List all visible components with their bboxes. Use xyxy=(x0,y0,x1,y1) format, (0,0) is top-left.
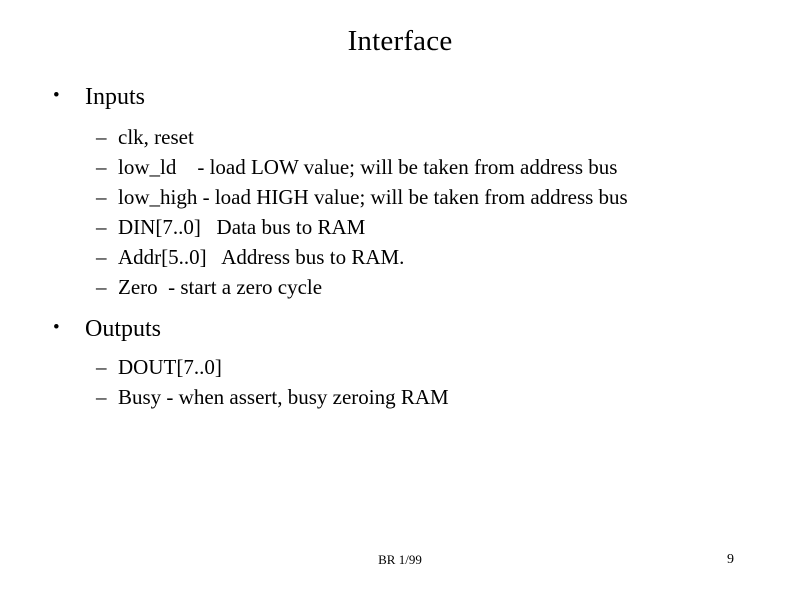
footer-attribution: BR 1/99 xyxy=(378,552,422,567)
list-item-text: low_high - load HIGH value; will be take… xyxy=(118,185,628,209)
list-item: –low_high - load HIGH value; will be tak… xyxy=(0,182,800,212)
dash-icon: – xyxy=(96,215,107,239)
list-item-text: DIN[7..0] Data bus to RAM xyxy=(118,215,366,239)
page-title: Interface xyxy=(347,25,453,57)
slide-body: •Inputs –clk, reset –low_ld - load LOW v… xyxy=(0,82,800,412)
list-item-text: Zero - start a zero cycle xyxy=(118,275,323,299)
list-item-text: DOUT[7..0] xyxy=(118,355,222,379)
section-heading-outputs: Outputs xyxy=(85,316,162,342)
list-item-text: low_ld - load LOW value; will be taken f… xyxy=(118,155,618,179)
dash-icon: – xyxy=(96,155,107,179)
spacer xyxy=(0,114,800,122)
spacer xyxy=(0,302,800,314)
bullet-section-inputs: • Inputs xyxy=(0,82,800,112)
list-item: –low_ld - load LOW value; will be taken … xyxy=(0,152,800,182)
bullet-dot-icon: • xyxy=(53,85,60,106)
list-item-text: Addr[5..0] Address bus to RAM. xyxy=(118,245,405,269)
list-item: –DOUT[7..0] xyxy=(0,352,800,382)
dash-icon: – xyxy=(96,355,107,379)
list-item-text: clk, reset xyxy=(118,125,194,149)
slide-footer: BR 1/99 9 xyxy=(0,551,800,571)
dash-icon: – xyxy=(96,275,107,299)
list-item-text: Busy - when assert, busy zeroing RAM xyxy=(118,385,449,409)
bullet-dot-icon: • xyxy=(53,317,60,338)
dash-icon: – xyxy=(96,125,107,149)
list-item: –clk, reset xyxy=(0,122,800,152)
dash-icon: – xyxy=(96,245,107,269)
page-number: 9 xyxy=(727,552,734,567)
section-heading-inputs: Inputs xyxy=(85,84,145,110)
dash-icon: – xyxy=(96,385,107,409)
list-item: –DIN[7..0] Data bus to RAM xyxy=(0,212,800,242)
dash-icon: – xyxy=(96,185,107,209)
list-item: –Zero - start a zero cycle xyxy=(0,272,800,302)
list-item: –Busy - when assert, busy zeroing RAM xyxy=(0,382,800,412)
list-item: –Addr[5..0] Address bus to RAM. xyxy=(0,242,800,272)
bullet-section-outputs: • Outputs xyxy=(0,314,800,344)
